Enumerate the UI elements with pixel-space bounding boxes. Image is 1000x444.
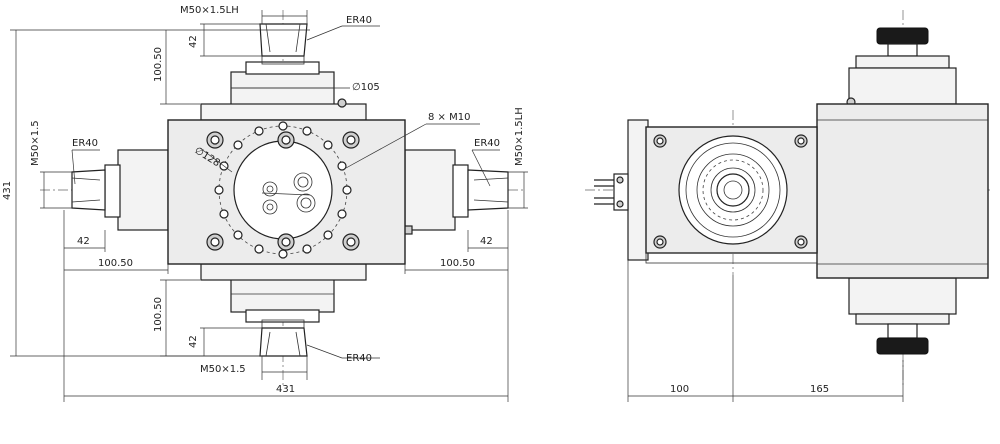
side-dimensions: 100 165 [627,260,904,402]
label-dim-100-50-left: 100.50 [98,258,133,269]
label-dim-100-50-top: 100.50 [153,47,164,82]
m10-holes [214,121,352,259]
label-phi-105: ∅105 [352,82,380,93]
side-top-spindle [846,27,957,107]
right-spindle [403,149,509,235]
label-m50-lh-right: M50×1.5LH [514,107,525,166]
side-connectors [594,173,629,211]
label-er40-bottom: ER40 [346,353,372,364]
label-dim-100-side: 100 [670,384,689,395]
bottom-spindle [230,277,335,357]
side-view: 100 165 [585,10,990,402]
label-dim-165-side: 165 [810,384,829,395]
side-flange-plate [627,119,818,264]
label-m10: 8 × M10 [428,112,470,123]
label-dim-100-50-bottom: 100.50 [153,297,164,332]
label-dim-42-bottom: 42 [188,335,199,348]
label-dim-42-right: 42 [480,236,493,247]
left-spindle [71,149,169,231]
side-bottom-spindle [848,277,957,355]
housing-screws [206,131,360,251]
label-m50-lh-top: M50×1.5LH [180,5,239,16]
label-er40-top: ER40 [346,15,372,26]
front-dimensions [10,10,528,402]
label-er40-right: ER40 [474,138,500,149]
label-dim-42-top: 42 [188,35,199,48]
front-view: M50×1.5LH ER40 42 100.50 ∅105 8 × M10 ∅1… [2,5,528,402]
label-er40-left: ER40 [72,138,98,149]
label-m50-bottom: M50×1.5 [200,364,246,375]
top-spindle [230,23,335,107]
label-m50-left: M50×1.5 [30,120,41,166]
side-main-body [816,103,989,279]
label-dim-431-vertical: 431 [2,181,13,200]
label-dim-431-horizontal: 431 [276,384,295,395]
label-dim-100-50-right: 100.50 [440,258,475,269]
label-dim-42-left: 42 [77,236,90,247]
